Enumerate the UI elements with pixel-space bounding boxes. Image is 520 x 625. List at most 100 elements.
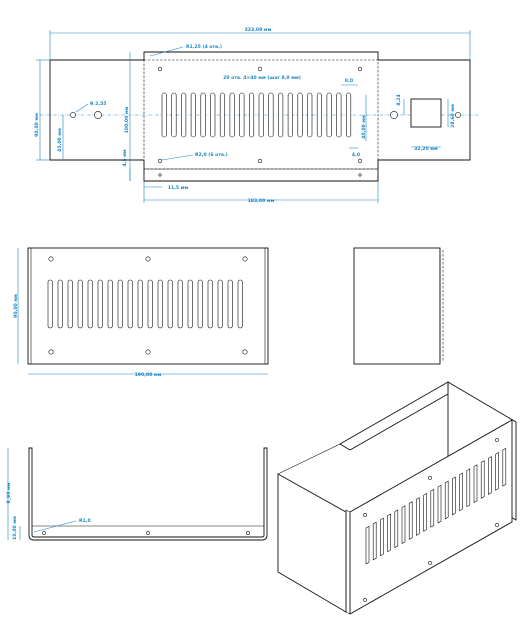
leader [75, 103, 89, 113]
isometric-view [277, 381, 517, 615]
vent-slot [127, 279, 133, 329]
iso-top-flange [339, 381, 449, 451]
vent-slot [77, 279, 83, 329]
vent-slot [229, 92, 235, 138]
vent-slot [345, 92, 352, 138]
side-panel [353, 247, 441, 365]
vent-slot [416, 497, 420, 536]
dim-section-height-inner: 10,00 мм [12, 516, 18, 540]
vent-slot [47, 279, 53, 329]
dim-cut-height-small: 8,24 [396, 94, 402, 105]
dim-hole-offset: 45,00 мм [57, 128, 63, 152]
vent-slot [459, 472, 463, 512]
vent-slot [147, 279, 153, 329]
vent-slot [444, 480, 449, 520]
vent-slot [326, 92, 332, 138]
dim-height-panel: 100,00 мм [124, 106, 130, 133]
iso-hole [363, 598, 367, 602]
vent-slot [249, 92, 255, 138]
vent-slot [87, 279, 93, 329]
dim-edge-offset: 4,5 мм [122, 149, 128, 166]
flat-slots [161, 92, 352, 138]
vent-slot [227, 279, 233, 329]
vent-slot [161, 92, 167, 138]
cutout [410, 98, 442, 128]
vent-slot [171, 92, 177, 138]
vent-slot [488, 456, 492, 495]
dim-slot-start: 11,5 мм [168, 185, 189, 191]
vent-slot [57, 279, 63, 329]
section-view: 8_90 мм 10,00 мм R1,0 [6, 447, 268, 541]
iso-hole [495, 523, 499, 527]
vent-slot [237, 279, 243, 329]
label-radius-corner: R1,25 (4 отв.) [186, 44, 222, 50]
vent-slot [473, 464, 478, 504]
iso-hole [428, 476, 432, 480]
vent-slot [258, 92, 264, 138]
wing-hole [455, 112, 461, 118]
side-view [353, 247, 444, 365]
vent-slot [423, 492, 427, 532]
dim-height-total: 90,00 мм [34, 113, 40, 137]
corner-hole [157, 158, 163, 164]
leader [149, 46, 184, 57]
vent-slot [387, 513, 391, 553]
label-slots-note: 20 отв. 4×40 мм (шаг 8,0 мм) [223, 75, 301, 81]
vent-slot [316, 92, 323, 138]
front-hole [145, 256, 151, 262]
dim-overall-width: 333,08 мм [245, 27, 272, 33]
vent-slot [107, 279, 113, 329]
front-hole [48, 256, 54, 262]
front-hole [145, 349, 151, 355]
section-profile [28, 447, 268, 541]
vent-slot [117, 279, 123, 329]
dim-slot-width: 4,0 [352, 152, 360, 158]
vent-slot [307, 92, 313, 138]
section-hole [246, 531, 250, 535]
dim-cut-height: 28,60 мм [450, 104, 456, 128]
section-hole [42, 531, 46, 535]
front-hole [242, 256, 248, 262]
vent-slot [190, 92, 196, 138]
vent-slot [452, 476, 456, 516]
vent-slot [372, 521, 377, 561]
wing-hole [70, 112, 76, 118]
wing-hole [390, 111, 398, 119]
vent-slot [217, 279, 223, 329]
small-hole [158, 173, 162, 177]
label-radius-holes: R2,0 (6 отв.) [195, 152, 228, 158]
front-hole [48, 349, 54, 355]
vent-slot [197, 279, 203, 329]
vent-slot [437, 484, 442, 524]
dim-cut-width: 32,20 мм [414, 146, 438, 152]
vent-slot [430, 488, 435, 528]
vent-slot [380, 517, 384, 557]
vent-slot [268, 92, 274, 138]
vent-slot [466, 468, 471, 508]
dim-front-height: 90,00 мм [13, 294, 19, 318]
front-view: 90,00 мм 190,00 мм [13, 247, 269, 378]
vent-slot [210, 92, 216, 138]
vent-slot [394, 509, 399, 549]
vent-slot [401, 505, 406, 545]
vent-slot [336, 92, 342, 138]
vent-slot [239, 92, 245, 138]
vent-slot [207, 279, 213, 329]
vent-slot [297, 92, 303, 138]
iso-front-edge [345, 509, 351, 615]
vent-slot [480, 460, 485, 499]
vent-slot [181, 92, 187, 138]
vent-slot [167, 279, 173, 329]
front-hole [242, 349, 248, 355]
iso-slots [365, 447, 507, 565]
iso-hole [428, 561, 432, 565]
dim-front-width: 190,00 мм [135, 372, 162, 378]
vent-slot [408, 501, 413, 540]
dim-slot-pitch: 8,0 [345, 78, 353, 84]
vent-slot [157, 279, 163, 329]
vent-slot [200, 92, 206, 138]
iso-edge [277, 443, 341, 475]
leader [33, 520, 77, 533]
vent-slot [177, 279, 183, 329]
